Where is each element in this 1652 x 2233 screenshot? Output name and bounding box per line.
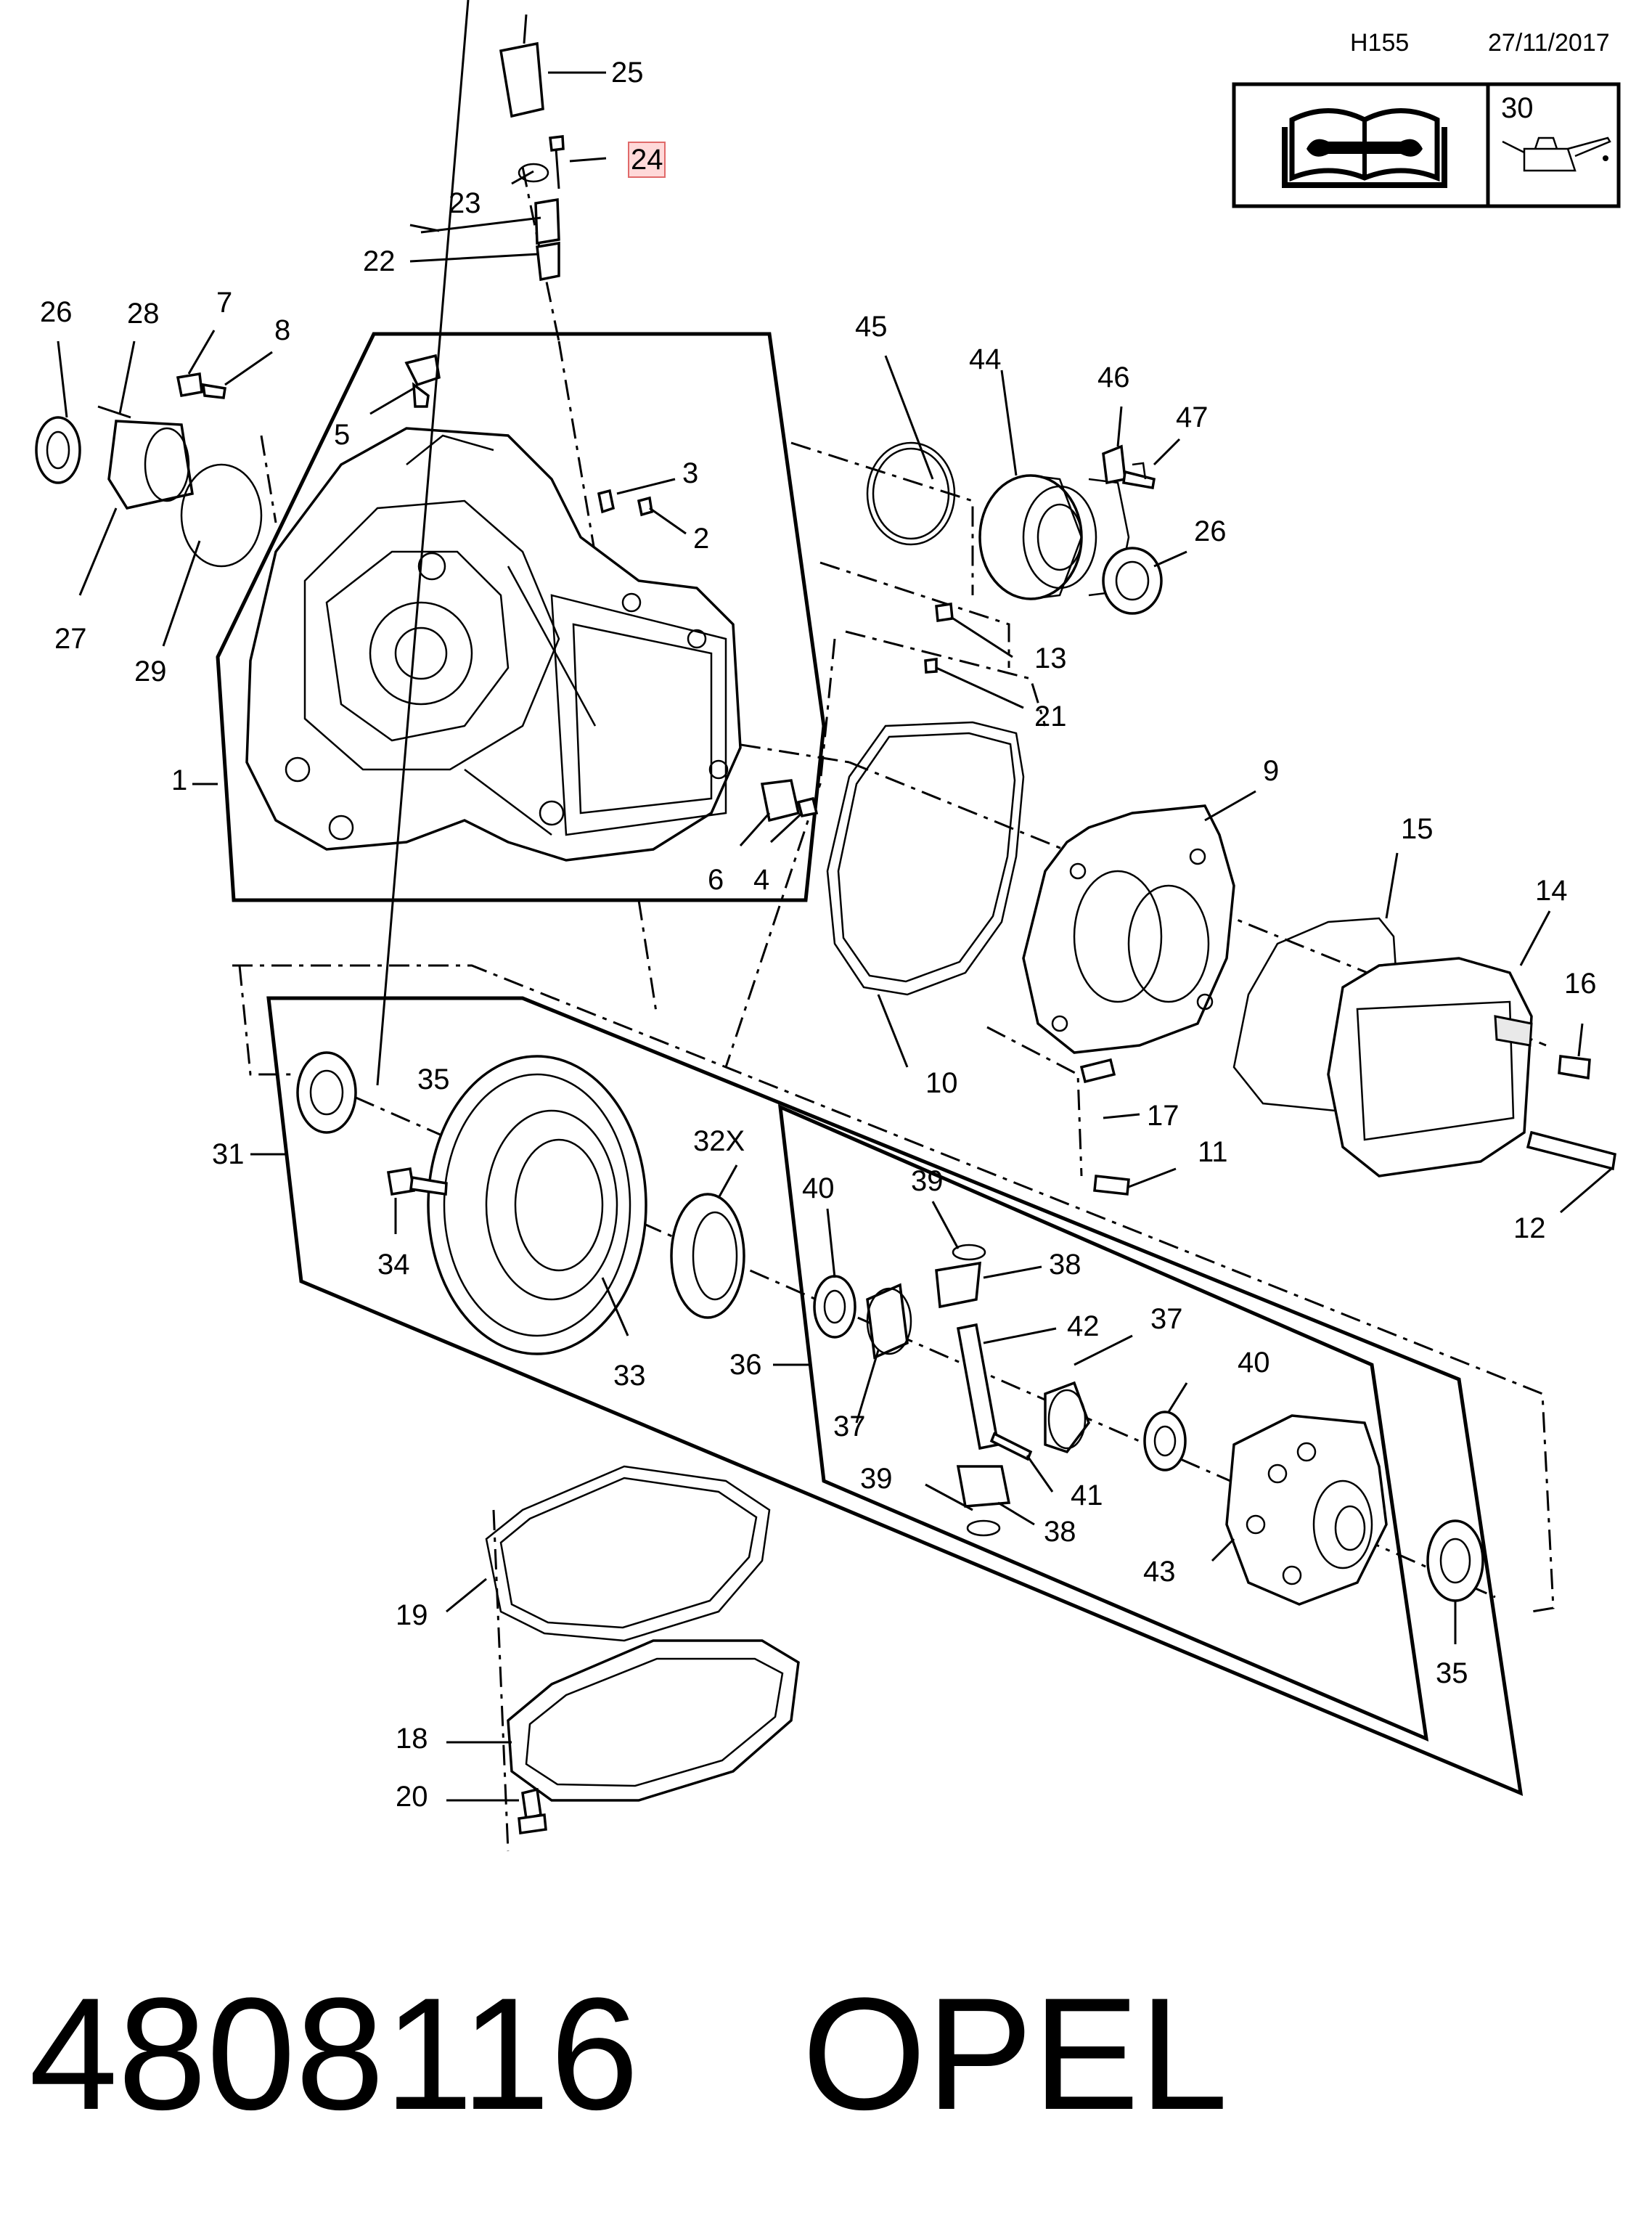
bolts-11-12-16 [1093, 1055, 1616, 1196]
breather-cap [404, 354, 441, 408]
callout-2: 2 [693, 523, 709, 555]
callout-35-bottom: 35 [1436, 1657, 1468, 1689]
callout-41: 41 [1071, 1479, 1103, 1511]
callout-8: 8 [274, 314, 290, 346]
callout-14: 14 [1535, 875, 1568, 907]
shaft-seal [1102, 547, 1163, 615]
bearing-35-left [296, 1051, 357, 1134]
callout-37-left: 37 [833, 1411, 866, 1442]
callout-19: 19 [396, 1599, 428, 1631]
callout-36: 36 [729, 1349, 762, 1381]
diagram-date: 27/11/2017 [1488, 29, 1610, 57]
legend-box: 30 [1232, 82, 1621, 208]
callout-39-top: 39 [911, 1165, 944, 1197]
shift-shaft-pins [597, 489, 819, 822]
end-cover-14 [1327, 957, 1533, 1177]
bolt-34 [386, 1167, 448, 1196]
bearing-35-right [1426, 1519, 1484, 1602]
transmission-housing [245, 427, 742, 862]
callout-44: 44 [969, 343, 1002, 375]
callout-34: 34 [377, 1249, 410, 1281]
pinion-gears-38 [935, 1261, 1011, 1508]
callout-16: 16 [1564, 968, 1597, 1000]
retaining-clip-and-bolt [1102, 444, 1156, 490]
ring-gear-33 [427, 1055, 647, 1355]
callout-23: 23 [449, 187, 481, 219]
washers-39 [952, 1244, 1001, 1537]
intermediate-housing-9 [1022, 804, 1235, 1084]
callout-12: 12 [1513, 1212, 1546, 1244]
side-gears-37 [866, 1283, 1090, 1454]
callout-42: 42 [1067, 1310, 1100, 1342]
gasket-19 [485, 1465, 771, 1642]
callout-40-left: 40 [802, 1172, 835, 1204]
callout-39-bottom: 39 [860, 1463, 893, 1495]
callout-4: 4 [753, 864, 769, 896]
speedometer-drive-assembly [499, 14, 565, 282]
callout-1: 1 [171, 764, 187, 796]
callout-labels: 1 2 3 4 5 6 7 8 9 10 11 12 13 14 15 16 1… [40, 57, 1597, 1813]
part-number: 4808116 [29, 1964, 639, 2143]
callout-32x: 32X [693, 1125, 745, 1157]
callout-46: 46 [1097, 362, 1130, 393]
brand-name: OPEL [802, 1964, 1228, 2143]
callout-27: 27 [54, 623, 87, 655]
callout-45: 45 [855, 311, 888, 343]
callout-13: 13 [1034, 642, 1067, 674]
callout-3: 3 [682, 457, 698, 489]
callout-43: 43 [1143, 1556, 1176, 1588]
dowel-pins [924, 602, 954, 674]
speedo-gear-32x [670, 1193, 745, 1319]
thrust-washers-40 [813, 1275, 1187, 1471]
callout-35-top: 35 [417, 1064, 450, 1095]
callout-31: 31 [212, 1138, 245, 1170]
callout-21: 21 [1034, 701, 1067, 732]
drain-plug-20 [518, 1787, 547, 1834]
output-flange-seal [35, 372, 263, 568]
callout-24-highlighted[interactable]: 24 [628, 142, 666, 178]
callout-40-right: 40 [1238, 1347, 1270, 1379]
manual-book-wrench-icon [1282, 108, 1447, 188]
callout-38-top: 38 [1049, 1249, 1081, 1281]
callout-11: 11 [1198, 1136, 1228, 1168]
pinion-shaft-42 [956, 1323, 1000, 1450]
callout-37-right: 37 [1150, 1303, 1183, 1335]
oil-pan-18 [507, 1639, 800, 1802]
callout-47: 47 [1176, 401, 1209, 433]
callout-25: 25 [611, 57, 644, 89]
diagram-code: H155 [1350, 29, 1409, 57]
differential-outer-frame [266, 996, 1524, 1797]
callout-15: 15 [1401, 813, 1434, 845]
callout-26-left: 26 [40, 296, 73, 328]
legend-label-30: 30 [1501, 92, 1534, 124]
housing-gasket-10 [826, 721, 1025, 996]
differential-case-43 [1225, 1414, 1388, 1606]
callout-10: 10 [925, 1067, 958, 1099]
callout-5: 5 [334, 419, 350, 451]
oil-can-icon [1502, 136, 1611, 172]
pin-41 [989, 1432, 1033, 1461]
callout-7: 7 [216, 287, 232, 319]
callout-24: 24 [631, 144, 663, 176]
callout-38-bottom: 38 [1044, 1516, 1076, 1548]
callout-20: 20 [396, 1781, 428, 1813]
callout-29: 29 [134, 656, 167, 687]
leader-lines [57, 0, 1612, 1802]
callout-6: 6 [708, 864, 724, 896]
differential-inner-frame [778, 1103, 1429, 1742]
callout-33: 33 [613, 1360, 646, 1392]
housing-group-frame [216, 332, 826, 902]
callout-18: 18 [396, 1723, 428, 1755]
bearing-retainer-ring [866, 441, 956, 546]
callout-26-right: 26 [1194, 515, 1227, 547]
callout-28: 28 [127, 298, 160, 330]
callout-22: 22 [363, 245, 396, 277]
callout-9: 9 [1263, 755, 1279, 787]
callout-17: 17 [1147, 1100, 1179, 1132]
